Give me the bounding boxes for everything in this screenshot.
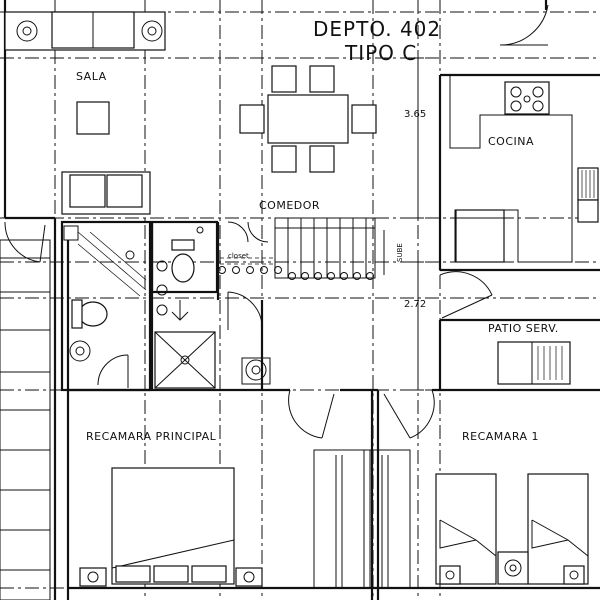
- coffee-table: [76, 101, 110, 135]
- walls: [3, 0, 600, 600]
- door-swings: [4, 4, 549, 439]
- room-label-recamara-principal: RECAMARA PRINCIPAL: [86, 430, 217, 443]
- dimension-lines: [412, 57, 424, 391]
- twin-beds: [435, 473, 589, 585]
- fridge: [455, 209, 505, 263]
- hall-closets: [313, 449, 411, 589]
- kitchen-sink: [577, 167, 599, 223]
- bathroom-fixtures: [63, 225, 271, 389]
- room-label-patio: PATIO SERV.: [488, 322, 559, 335]
- laundry-sink: [497, 341, 571, 385]
- title-depto: DEPTO. 402: [313, 17, 441, 41]
- closet: closet: [220, 252, 275, 265]
- dining-table: [239, 65, 377, 173]
- sofa-bottom: [61, 171, 151, 215]
- master-bed: [79, 467, 263, 587]
- closet-label: closet: [228, 252, 249, 260]
- stair-label-sube: SUBE: [396, 243, 404, 262]
- stove: [504, 81, 550, 115]
- dimension-label-1: 3.65: [404, 109, 426, 120]
- room-label-cocina: COCINA: [488, 135, 534, 148]
- room-label-comedor: COMEDOR: [259, 199, 320, 212]
- title-tipo: TIPO C: [344, 41, 417, 65]
- stair-sube: [218, 217, 385, 280]
- room-label-sala: SALA: [76, 70, 107, 83]
- room-label-recamara-1: RECAMARA 1: [462, 430, 539, 443]
- left-stair: [0, 239, 51, 600]
- sofa-top: [4, 11, 166, 51]
- dimension-label-2: 2.72: [404, 299, 426, 310]
